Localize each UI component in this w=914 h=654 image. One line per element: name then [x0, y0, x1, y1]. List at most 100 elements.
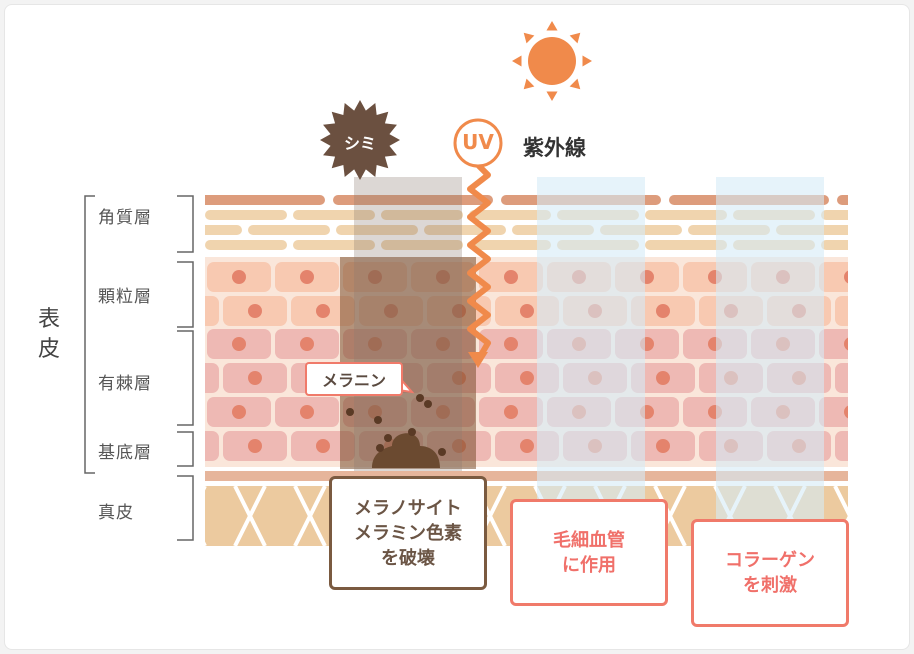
cell: [819, 262, 848, 292]
cell: [835, 363, 848, 393]
cell-nucleus: [504, 337, 518, 351]
effect-line: を破壊: [381, 547, 435, 569]
melanin-granule: [384, 434, 392, 442]
effect-line: メラミン色素: [354, 522, 462, 544]
cell-nucleus: [232, 405, 246, 419]
cell-nucleus: [232, 270, 246, 284]
cell-nucleus: [300, 337, 314, 351]
sun-ray: [523, 78, 535, 90]
corneum-cell: [821, 210, 848, 220]
melanocyte: [372, 433, 440, 468]
effect-box-melanocyte: メラノサイト メラミン色素 を破壊: [329, 476, 487, 590]
corneum-cell: [293, 210, 375, 220]
cell-nucleus: [520, 371, 534, 385]
sun-ray: [546, 91, 558, 101]
collagen-column: [716, 177, 824, 527]
effect-line: 毛細血管: [553, 529, 625, 551]
cell-nucleus: [860, 371, 874, 385]
dermis-band: [205, 471, 848, 481]
cell-nucleus: [860, 304, 874, 318]
melanin-granule: [438, 448, 446, 456]
corneum-cell: [469, 210, 551, 220]
corneum-cell: [645, 210, 727, 220]
melanin-granule: [346, 408, 354, 416]
sun-ray: [512, 55, 522, 67]
cell-nucleus: [656, 439, 670, 453]
melanin-granule: [408, 428, 416, 436]
bracket-layer: [177, 431, 194, 467]
cell-nucleus: [248, 304, 262, 318]
melanin-granule: [424, 400, 432, 408]
cell: [835, 296, 848, 326]
sun-ray: [523, 32, 535, 44]
corneum-cell: [381, 210, 463, 220]
corneum-cell: [205, 225, 242, 235]
cell-nucleus: [316, 304, 330, 318]
bracket-epidermis: [84, 195, 95, 474]
bracket-layer: [177, 475, 194, 541]
corneum-bar: [333, 195, 493, 205]
effect-line: コラーゲン: [725, 550, 815, 571]
cell: [205, 296, 219, 326]
uv-arrowhead: [468, 352, 488, 368]
corneum-cell: [381, 240, 463, 250]
cell-nucleus: [844, 405, 848, 419]
skin-layers: [180, 177, 874, 547]
sun-ray: [582, 55, 592, 67]
corneum-cell: [469, 240, 551, 250]
cell-nucleus: [520, 304, 534, 318]
cell-nucleus: [248, 371, 262, 385]
cell-nucleus: [860, 439, 874, 453]
cell-nucleus: [180, 371, 194, 385]
uv-ray: [467, 162, 491, 362]
corneum-cell: [293, 240, 375, 250]
corneum-cell: [205, 240, 287, 250]
cell-nucleus: [180, 304, 194, 318]
cell-nucleus: [504, 270, 518, 284]
label-corneum: 角質層: [98, 208, 152, 228]
label-granular: 顆粒層: [98, 287, 152, 307]
melanin-label: メラニン: [305, 362, 403, 396]
cell-nucleus: [300, 270, 314, 284]
cell: [819, 397, 848, 427]
cell-nucleus: [248, 439, 262, 453]
uv-text: 紫外線: [523, 136, 586, 160]
sun-ray: [569, 32, 581, 44]
cell: [835, 431, 848, 461]
uv-circle: [453, 118, 503, 168]
cell-nucleus: [844, 270, 848, 284]
corneum-cell: [205, 210, 287, 220]
bracket-layer: [177, 261, 194, 328]
spot-starburst-icon: [320, 100, 400, 180]
corneum-cell: [645, 240, 727, 250]
melanin-granule: [416, 394, 424, 402]
effect-line: に作用: [562, 554, 616, 576]
effect-box-capillary: 毛細血管 に作用: [510, 499, 668, 606]
effect-box-collagen: コラーゲン を刺激: [691, 519, 849, 627]
cell-nucleus: [300, 405, 314, 419]
effect-line: を刺激: [743, 575, 797, 596]
cell-nucleus: [844, 337, 848, 351]
label-spinous: 有棘層: [98, 374, 152, 394]
cell: [819, 329, 848, 359]
bracket-layer: [177, 330, 194, 426]
spot-label: シミ: [343, 134, 376, 153]
effect-line: メラノサイト: [354, 497, 462, 519]
cell-nucleus: [232, 337, 246, 351]
corneum-cell: [248, 225, 330, 235]
cell-nucleus: [504, 405, 518, 419]
cell-nucleus: [316, 439, 330, 453]
label-basal: 基底層: [98, 443, 152, 463]
capillary-column: [537, 177, 645, 527]
cell-nucleus: [180, 439, 194, 453]
corneum-cell: [821, 240, 848, 250]
cell-nucleus: [656, 304, 670, 318]
cell: [205, 431, 219, 461]
sun-ray: [546, 21, 558, 31]
melanin-granule: [374, 416, 382, 424]
corneum-bar: [205, 195, 325, 205]
corneum-cell: [336, 225, 418, 235]
cell-nucleus: [656, 371, 670, 385]
cell: [205, 363, 219, 393]
